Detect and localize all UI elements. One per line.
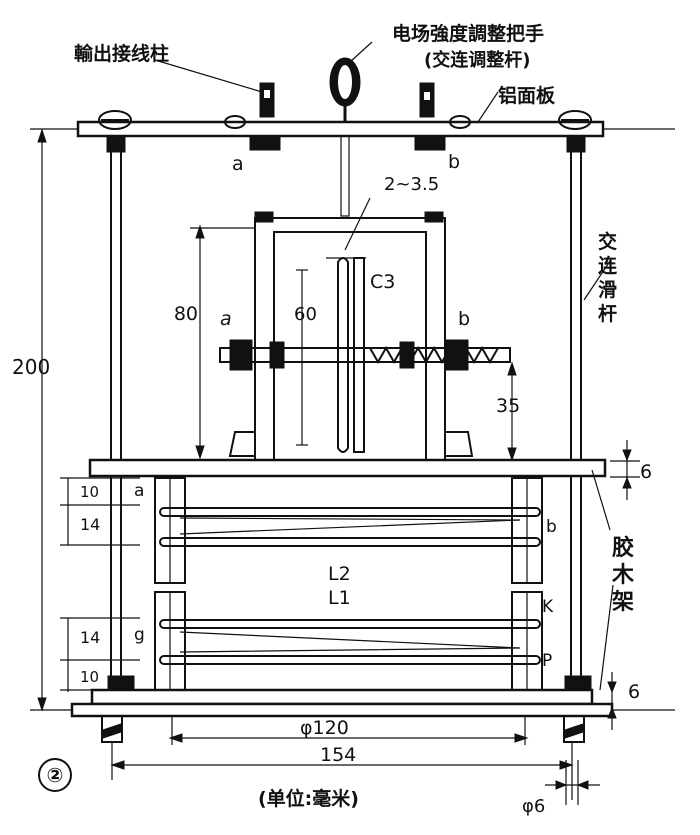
capacitor-frame-feet	[228, 431, 474, 457]
dim-frame-height: 80	[174, 303, 198, 325]
dim-overall-height: 200	[12, 355, 50, 379]
coil-l2-label: L2	[328, 563, 351, 585]
sliding-rod-label-2: 连	[598, 254, 618, 277]
output-terminal-posts	[249, 82, 446, 151]
panel-screw-heads	[98, 110, 592, 130]
terminal-a-mid-label: a	[220, 308, 232, 330]
field-knob-sublabel: (交连调整杆)	[424, 49, 530, 71]
terminal-b-mid-label: b	[458, 308, 470, 330]
bakelite-frame-label-2: 木	[611, 563, 635, 588]
terminal-b-top-label: b	[448, 151, 460, 173]
coil-formers	[154, 477, 543, 693]
terminal-a-top-label: a	[232, 153, 244, 175]
adjust-shaft	[219, 339, 511, 371]
field-adjust-knob	[329, 57, 361, 217]
capacitor-frame	[254, 211, 446, 463]
dim-base-width: 154	[320, 744, 356, 766]
dim-shaft-height: 35	[496, 395, 520, 417]
sliding-rod-label-4: 杆	[598, 302, 617, 325]
sliding-rod-label-3: 滑	[598, 279, 617, 301]
aluminum-top-panel	[30, 120, 675, 138]
leader-lines	[154, 41, 614, 691]
dim-spacing-10-bottom: 10	[80, 668, 99, 686]
dim-spacing-10-top: 10	[80, 483, 99, 501]
dim-gap: 2~3.5	[384, 174, 439, 195]
sliding-rod-label-1: 交	[598, 230, 617, 253]
dim-plate-thickness-bottom: 6	[628, 681, 640, 703]
bakelite-frame-label-3: 架	[612, 589, 634, 615]
coil-l1-label: L1	[328, 587, 351, 609]
terminal-a-coil-label: a	[134, 481, 144, 501]
dim-coil-diameter: φ120	[300, 717, 349, 739]
base-plates	[30, 688, 675, 718]
dim-spacing-14-bottom: 14	[80, 628, 100, 647]
dim-spacing-14-top: 14	[80, 515, 100, 534]
field-knob-label: 电场強度調整把手	[392, 22, 544, 45]
aluminum-panel-label: 铝面板	[498, 84, 556, 107]
capacitor-plates	[296, 257, 365, 453]
figure-number: ②	[47, 763, 64, 787]
terminal-k-label: K	[542, 597, 554, 617]
bakelite-mid-plate	[88, 458, 607, 478]
terminal-b-coil-label: b	[546, 517, 557, 537]
terminal-p-label: P	[542, 651, 552, 671]
bakelite-frame-label-1: 胶	[612, 535, 634, 561]
figure-number-circle	[38, 758, 72, 792]
dim-rod-diameter: φ6	[522, 796, 545, 817]
terminal-g-label: g	[134, 625, 145, 645]
coil-l1-windings	[159, 619, 541, 665]
coil-l2-windings	[159, 507, 541, 547]
unit-note: (单位:毫米)	[258, 787, 359, 810]
dimension-lines	[37, 128, 640, 805]
output-terminals-label: 輸出接线柱	[74, 42, 169, 65]
dim-plate-thickness-top: 6	[640, 461, 652, 483]
capacitor-label: C3	[370, 271, 395, 293]
dim-plate-length: 60	[294, 304, 317, 325]
